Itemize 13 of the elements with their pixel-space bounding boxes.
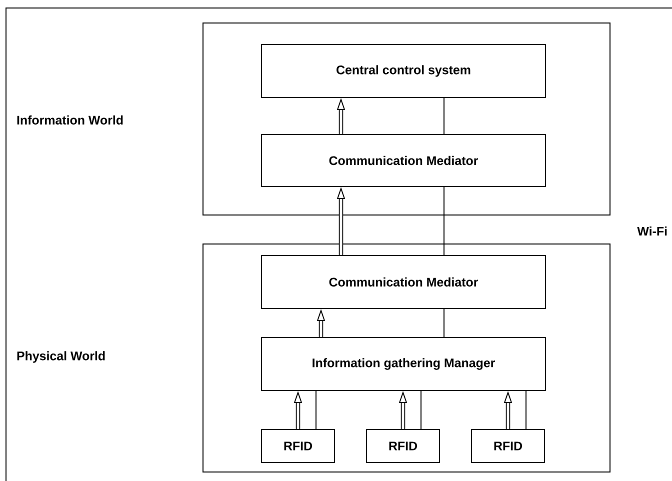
rfid-box: RFID bbox=[366, 429, 440, 463]
process-box: Central control system bbox=[261, 44, 546, 98]
rfid-box: RFID bbox=[261, 429, 335, 463]
region-box bbox=[202, 22, 610, 216]
region-label: Wi-Fi bbox=[637, 226, 667, 236]
process-box: Communication Mediator bbox=[261, 134, 546, 187]
process-box: Communication Mediator bbox=[261, 255, 546, 309]
rfid-box: RFID bbox=[471, 429, 545, 463]
region-box bbox=[202, 244, 610, 472]
connector-line bbox=[420, 390, 422, 430]
region-label: Information World bbox=[17, 115, 123, 125]
region-label: Physical World bbox=[17, 351, 105, 363]
process-box: Information gathering Manager bbox=[261, 337, 546, 391]
